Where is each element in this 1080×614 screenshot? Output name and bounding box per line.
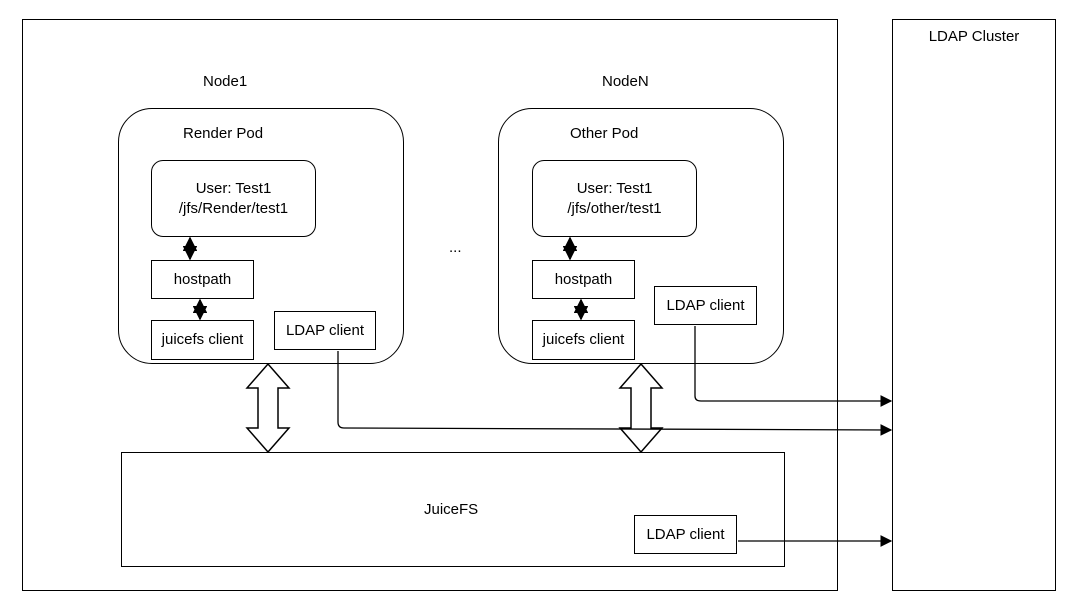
render-ldap-client-label: LDAP client (285, 321, 365, 339)
render-ldap-client-box: LDAP client (274, 311, 376, 350)
other-ldap-client-label: LDAP client (666, 296, 745, 314)
other-juicefs-client-box: juicefs client (532, 320, 635, 360)
other-user-box: User: Test1 /jfs/other/test1 (532, 160, 697, 237)
juicefs-ldap-client-box: LDAP client (634, 515, 737, 554)
render-user-line1: User: Test1 (195, 179, 272, 197)
nodeN-title: NodeN (602, 73, 649, 90)
other-ldap-client-box: LDAP client (654, 286, 757, 325)
nodes-ellipsis: ... (449, 239, 462, 256)
render-pod (118, 108, 404, 364)
render-user-box: User: Test1 /jfs/Render/test1 (151, 160, 316, 237)
other-juicefs-client-label: juicefs client (542, 331, 625, 348)
node1-juicefs-hollow-arrow (245, 362, 291, 454)
juicefs-ldap-client-label: LDAP client (646, 525, 725, 543)
render-juicefs-client-label: juicefs client (161, 331, 244, 348)
render-juicefs-client-box: juicefs client (151, 320, 254, 360)
render-hostpath-box: hostpath (151, 260, 254, 299)
other-user-line2: /jfs/other/test1 (567, 199, 662, 217)
nodes-container (22, 19, 838, 591)
render-ldap-to-cluster-arrow (337, 351, 893, 436)
other-hostpath-box: hostpath (532, 260, 635, 299)
render-hostpath-label: hostpath (173, 270, 232, 288)
juicefs-box (121, 452, 785, 567)
other-hostpath-label: hostpath (554, 270, 613, 288)
nodeN-juicefs-hollow-arrow (618, 362, 664, 454)
other-ldap-to-cluster-arrow (694, 326, 893, 407)
other-user-line1: User: Test1 (576, 179, 653, 197)
render-user-line2: /jfs/Render/test1 (178, 199, 289, 217)
render-pod-title: Render Pod (183, 125, 264, 142)
ldap-cluster-box (892, 19, 1056, 591)
node1-title: Node1 (203, 73, 248, 90)
juicefs-title: JuiceFS (424, 501, 479, 518)
other-pod-title: Other Pod (570, 125, 639, 142)
ldap-cluster-title: LDAP Cluster (928, 28, 1020, 45)
